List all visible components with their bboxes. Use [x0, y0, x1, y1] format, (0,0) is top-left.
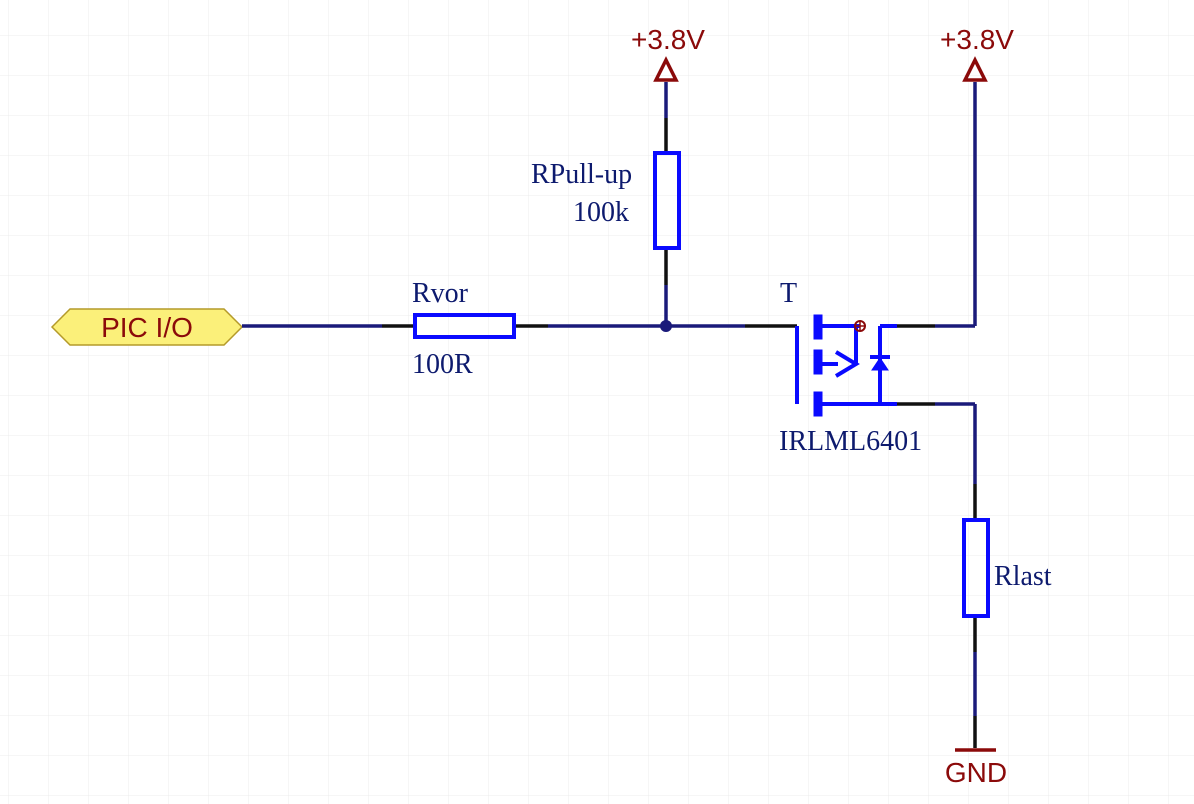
rlast-designator: Rlast: [994, 561, 1052, 592]
source-net: [897, 402, 977, 748]
pic-io-port[interactable]: PIC I/O: [50, 308, 244, 346]
drain-marker: [854, 320, 866, 332]
mosfet-t[interactable]: T IRLML6401: [779, 278, 922, 457]
pic-io-port-label: PIC I/O: [101, 312, 193, 343]
power-label-1: +3.8V: [631, 24, 705, 55]
rpullup-designator: RPull-up: [531, 159, 632, 190]
rpullup-value: 100k: [573, 197, 629, 228]
power-symbol-1: +3.8V: [631, 24, 705, 82]
power-symbol-2: +3.8V: [940, 24, 1014, 82]
rlast-resistor[interactable]: Rlast: [962, 518, 1052, 618]
mosfet-designator: T: [780, 278, 797, 309]
drain-net: [897, 82, 977, 328]
power-label-2: +3.8V: [940, 24, 1014, 55]
rvor-value: 100R: [412, 349, 473, 380]
ground-label: GND: [945, 757, 1007, 788]
ground-symbol: GND: [945, 748, 1007, 788]
mosfet-part: IRLML6401: [779, 426, 922, 457]
rvor-resistor[interactable]: Rvor 100R: [412, 278, 516, 380]
rvor-designator: Rvor: [412, 278, 469, 309]
rpullup-resistor[interactable]: RPull-up 100k: [531, 151, 681, 250]
